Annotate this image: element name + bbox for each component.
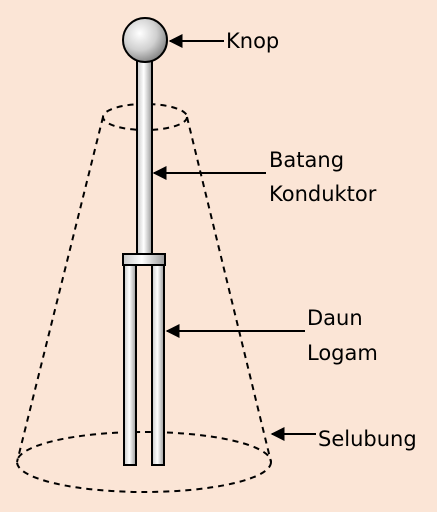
metal-leaf-left <box>123 264 137 466</box>
pointer-arrows <box>152 34 316 441</box>
casing-right-side <box>186 116 272 463</box>
batang-label-line2: Konduktor <box>269 182 377 206</box>
batang-label-line1: Batang <box>269 148 345 172</box>
daun-label-line1: Daun <box>307 306 363 330</box>
knop-label: Knop <box>226 29 280 53</box>
knob <box>122 17 168 63</box>
selubung-label: Selubung <box>318 427 417 451</box>
casing-left-side <box>16 116 104 463</box>
leaf-holder <box>122 253 166 266</box>
casing-bottom-ellipse <box>16 431 272 493</box>
daun-label-line2: Logam <box>307 341 378 365</box>
conductor-rod <box>136 57 153 256</box>
metal-leaf-right <box>151 264 165 466</box>
metal-leaves <box>122 253 166 466</box>
